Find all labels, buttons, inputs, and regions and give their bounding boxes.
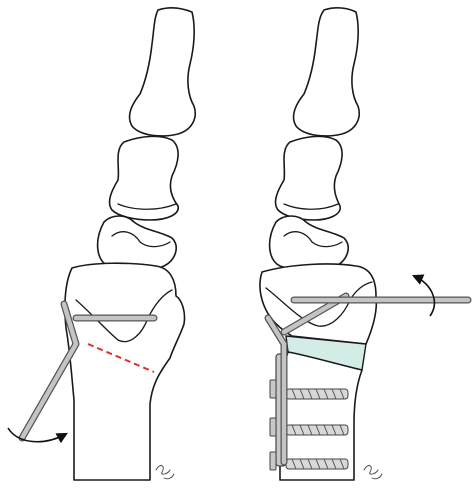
right-screw-2 [285,424,349,436]
signature-mark-icon [155,465,175,480]
left-carpal-articular-line [111,231,171,248]
left-metacarpal [108,135,179,221]
right-carpal-bone [268,215,349,272]
right-metacarpal-base-line [283,203,339,210]
curved-arrow-icon [411,274,436,317]
right-screw-3 [285,458,349,470]
right-panel-after [259,7,472,481]
right-screw-1 [285,388,349,400]
left-panel-before [7,7,196,481]
left-carpal-bone [96,215,177,272]
right-bent-k-wire [264,314,288,466]
left-metacarpal-base-line [117,203,177,210]
signature-mark-icon [363,465,383,480]
left-proximal-phalanx [128,7,196,137]
right-carpal-articular-line [283,231,343,248]
left-bent-k-wire [18,300,80,442]
right-radius-articular-line [265,281,373,327]
curved-arrow-icon [7,427,68,444]
left-osteotomy-line [87,343,155,373]
right-radius-distal-fragment [259,263,378,345]
right-metacarpal [274,135,343,221]
left-radius [64,262,186,481]
right-proximal-phalanx [292,7,360,137]
